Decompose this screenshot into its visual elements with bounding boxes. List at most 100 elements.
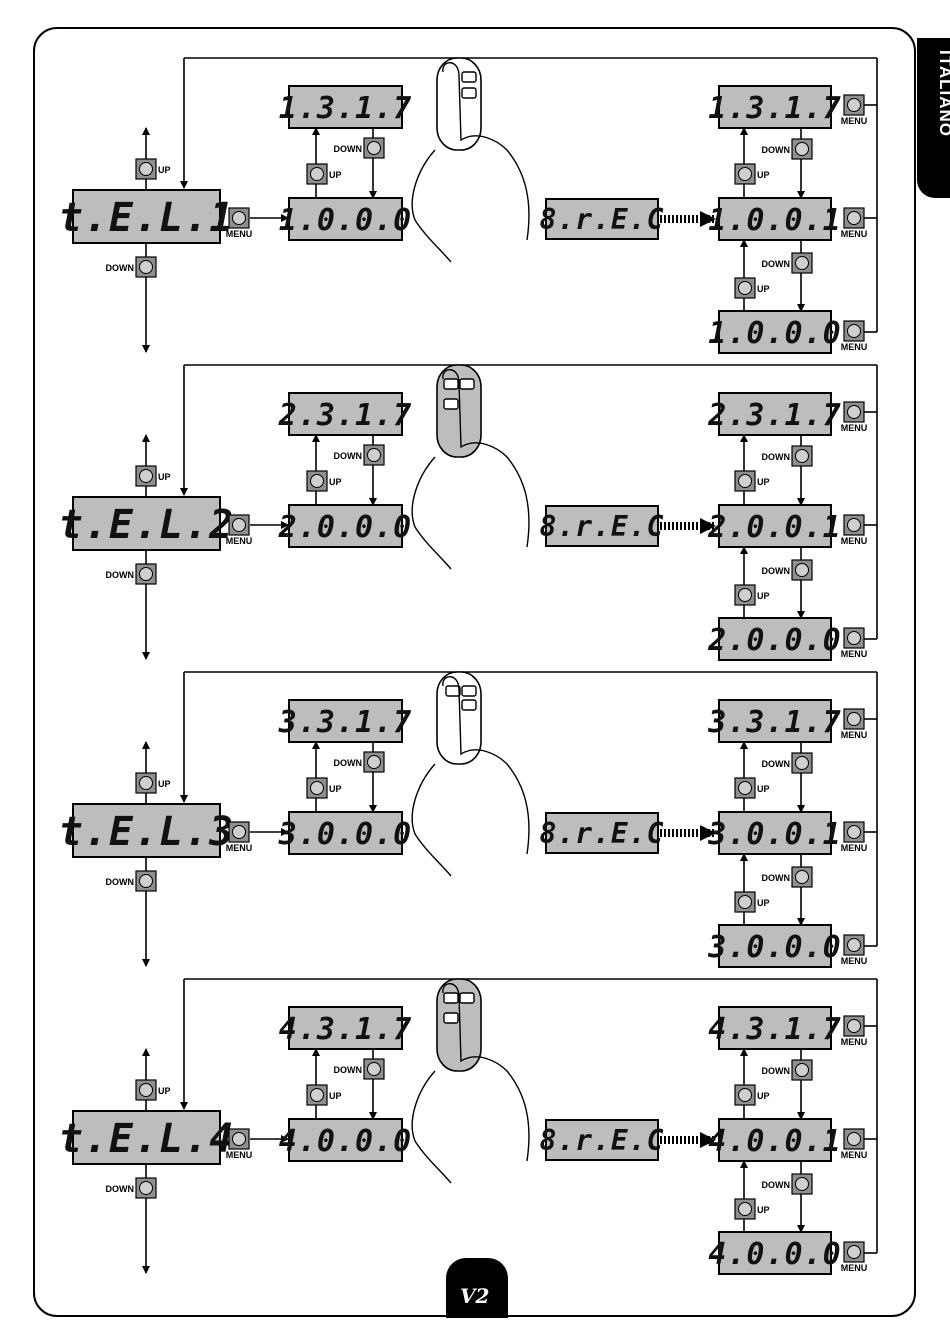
down-button-label: DOWN	[106, 877, 135, 887]
hand-outline	[411, 369, 530, 570]
up-button-label: UP	[158, 472, 171, 482]
result-display-bottom-value: 1.0.0.0	[708, 316, 841, 351]
menu-button-cap	[847, 1245, 861, 1259]
remote-button	[445, 685, 461, 697]
code-display-bottom-value: 3.0.0.0	[278, 817, 412, 852]
result-display-top-box	[718, 1006, 832, 1050]
up-button-label: UP	[757, 1205, 770, 1215]
remote-button	[443, 1012, 459, 1024]
down-button-label: DOWN	[762, 759, 791, 769]
down-button-label: DOWN	[334, 451, 363, 461]
menu-button-cap	[847, 631, 861, 645]
code-display-bottom-box	[288, 1118, 403, 1162]
menu-section-4: t.E.L.4UPDOWNMENU4.3.1.74.0.0.0UPDOWN8.r…	[59, 978, 878, 1275]
up-button-label: UP	[158, 165, 171, 175]
menu-button-label: MENU	[841, 1150, 868, 1160]
result-display-mid-value: 2.0.0.1	[707, 510, 841, 545]
up-button-label: UP	[757, 1091, 770, 1101]
rec-display-value: 8.r.E.C	[539, 510, 664, 543]
main-display-box	[72, 1110, 221, 1165]
menu-button-label: MENU	[841, 116, 868, 126]
result-display-top-box	[718, 85, 832, 129]
up-button-cap	[139, 1083, 153, 1097]
down-button-cap	[139, 874, 153, 888]
result-display-top-value: 4.3.1.7	[708, 1012, 841, 1047]
result-display-mid-value: 1.0.0.1	[708, 203, 841, 238]
down-button-label: DOWN	[334, 758, 363, 768]
menu-button-cap	[847, 825, 861, 839]
down-button-cap	[795, 563, 809, 577]
code-display-top-box	[288, 1006, 403, 1050]
down-button-label: DOWN	[762, 1180, 791, 1190]
result-display-bottom-box	[718, 1231, 832, 1275]
up-button-label: UP	[158, 779, 171, 789]
menu-button-label: MENU	[226, 843, 253, 853]
down-button-label: DOWN	[762, 1066, 791, 1076]
down-button-cap	[795, 870, 809, 884]
down-button-label: DOWN	[106, 570, 135, 580]
remote-button	[461, 71, 477, 83]
menu-button-cap	[847, 98, 861, 112]
down-button-cap	[795, 256, 809, 270]
menu-section-3: t.E.L.3UPDOWNMENU3.3.1.73.0.0.0UPDOWN8.r…	[59, 671, 878, 968]
menu-button-label: MENU	[226, 229, 253, 239]
rec-display-box	[545, 812, 659, 854]
remote-button	[443, 398, 459, 410]
result-display-bottom-box	[718, 310, 832, 354]
up-button-cap	[310, 474, 324, 488]
result-display-mid-value: 4.0.0.1	[708, 1124, 841, 1159]
language-tab: ITALIANO	[917, 38, 950, 198]
down-button-label: DOWN	[334, 144, 363, 154]
code-display-bottom-box	[288, 811, 403, 855]
main-display-box	[72, 803, 221, 858]
result-display-top-value: 1.3.1.7	[708, 91, 841, 126]
rec-display-box	[545, 505, 659, 547]
menu-button-label: MENU	[841, 1037, 868, 1047]
up-button-label: UP	[757, 591, 770, 601]
menu-button-label: MENU	[226, 536, 253, 546]
menu-button-label: MENU	[226, 1150, 253, 1160]
main-display-value: t.E.L.1	[59, 195, 235, 241]
down-button-label: DOWN	[106, 263, 135, 273]
menu-button-cap	[847, 324, 861, 338]
up-button-label: UP	[329, 170, 342, 180]
menu-section-2: t.E.L.2UPDOWNMENU2.3.1.72.0.0.0UPDOWN8.r…	[59, 364, 878, 661]
main-display-value: t.E.L.2	[59, 502, 235, 548]
result-display-mid-box	[718, 197, 832, 241]
result-display-mid-box	[718, 504, 832, 548]
down-button-cap	[795, 142, 809, 156]
down-button-label: DOWN	[762, 145, 791, 155]
menu-button-cap	[232, 518, 246, 532]
remote-button	[461, 699, 477, 711]
result-display-bottom-value: 3.0.0.0	[707, 930, 841, 965]
up-button-label: UP	[158, 1086, 171, 1096]
menu-button-label: MENU	[841, 229, 868, 239]
down-button-label: DOWN	[762, 566, 791, 576]
up-button-label: UP	[329, 784, 342, 794]
result-display-top-box	[718, 699, 832, 743]
up-button-cap	[738, 895, 752, 909]
code-display-top-value: 1.3.1.7	[279, 91, 412, 126]
menu-button-cap	[847, 938, 861, 952]
code-display-top-box	[288, 699, 403, 743]
up-button-cap	[310, 1088, 324, 1102]
hand-outline	[411, 676, 530, 877]
hand-outline	[411, 983, 530, 1184]
remote-button	[459, 992, 475, 1004]
menu-button-label: MENU	[841, 956, 868, 966]
transfer-arrowhead	[700, 211, 716, 227]
up-button-label: UP	[329, 1091, 342, 1101]
code-display-top-box	[288, 85, 403, 129]
transfer-arrowhead	[700, 1132, 716, 1148]
rec-display-box	[545, 198, 659, 240]
menu-button-label: MENU	[841, 536, 868, 546]
code-display-top-value: 4.3.1.7	[279, 1012, 412, 1047]
menu-button-cap	[232, 1132, 246, 1146]
code-display-bottom-value: 1.0.0.0	[279, 203, 412, 238]
down-button-cap	[795, 449, 809, 463]
menu-button-cap	[847, 1019, 861, 1033]
up-button-cap	[139, 469, 153, 483]
code-display-bottom-value: 4.0.0.0	[279, 1124, 412, 1159]
transfer-arrowhead	[700, 518, 716, 534]
up-button-cap	[738, 1202, 752, 1216]
